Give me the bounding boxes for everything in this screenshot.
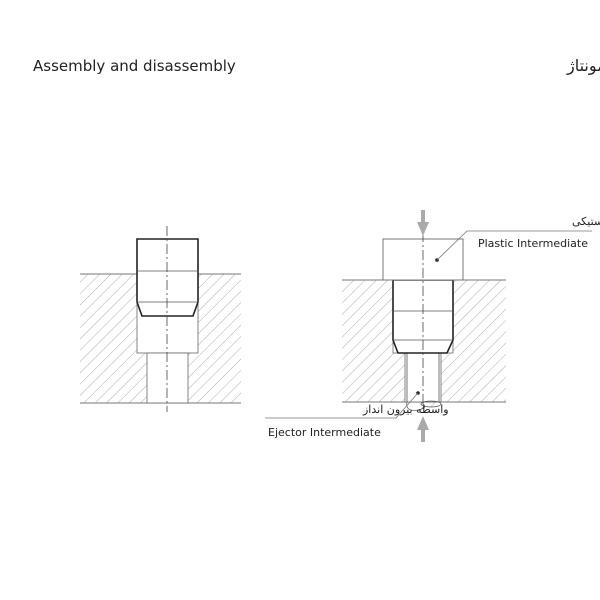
title-persian: نحوه مونتاژ و دمونتاژ xyxy=(566,56,600,76)
leader-ejector xyxy=(265,391,420,419)
disassembly-view xyxy=(265,210,592,442)
ejector-hole xyxy=(146,352,189,404)
arrow-down-icon xyxy=(417,210,429,236)
label-ejector-en: Ejector Intermediate xyxy=(268,426,381,439)
assembled-view xyxy=(80,226,241,412)
label-plastic-fa: واسطه پلاستیکی xyxy=(572,215,600,228)
bushing-left xyxy=(136,238,199,317)
ejector-pin xyxy=(406,353,442,411)
arrow-up-icon xyxy=(417,416,429,442)
leader-plastic xyxy=(435,230,592,262)
title-english: Assembly and disassembly xyxy=(33,57,236,75)
label-ejector-fa: واسطه بیرون انداز xyxy=(362,403,449,416)
label-plastic-en: Plastic Intermediate xyxy=(478,237,588,250)
